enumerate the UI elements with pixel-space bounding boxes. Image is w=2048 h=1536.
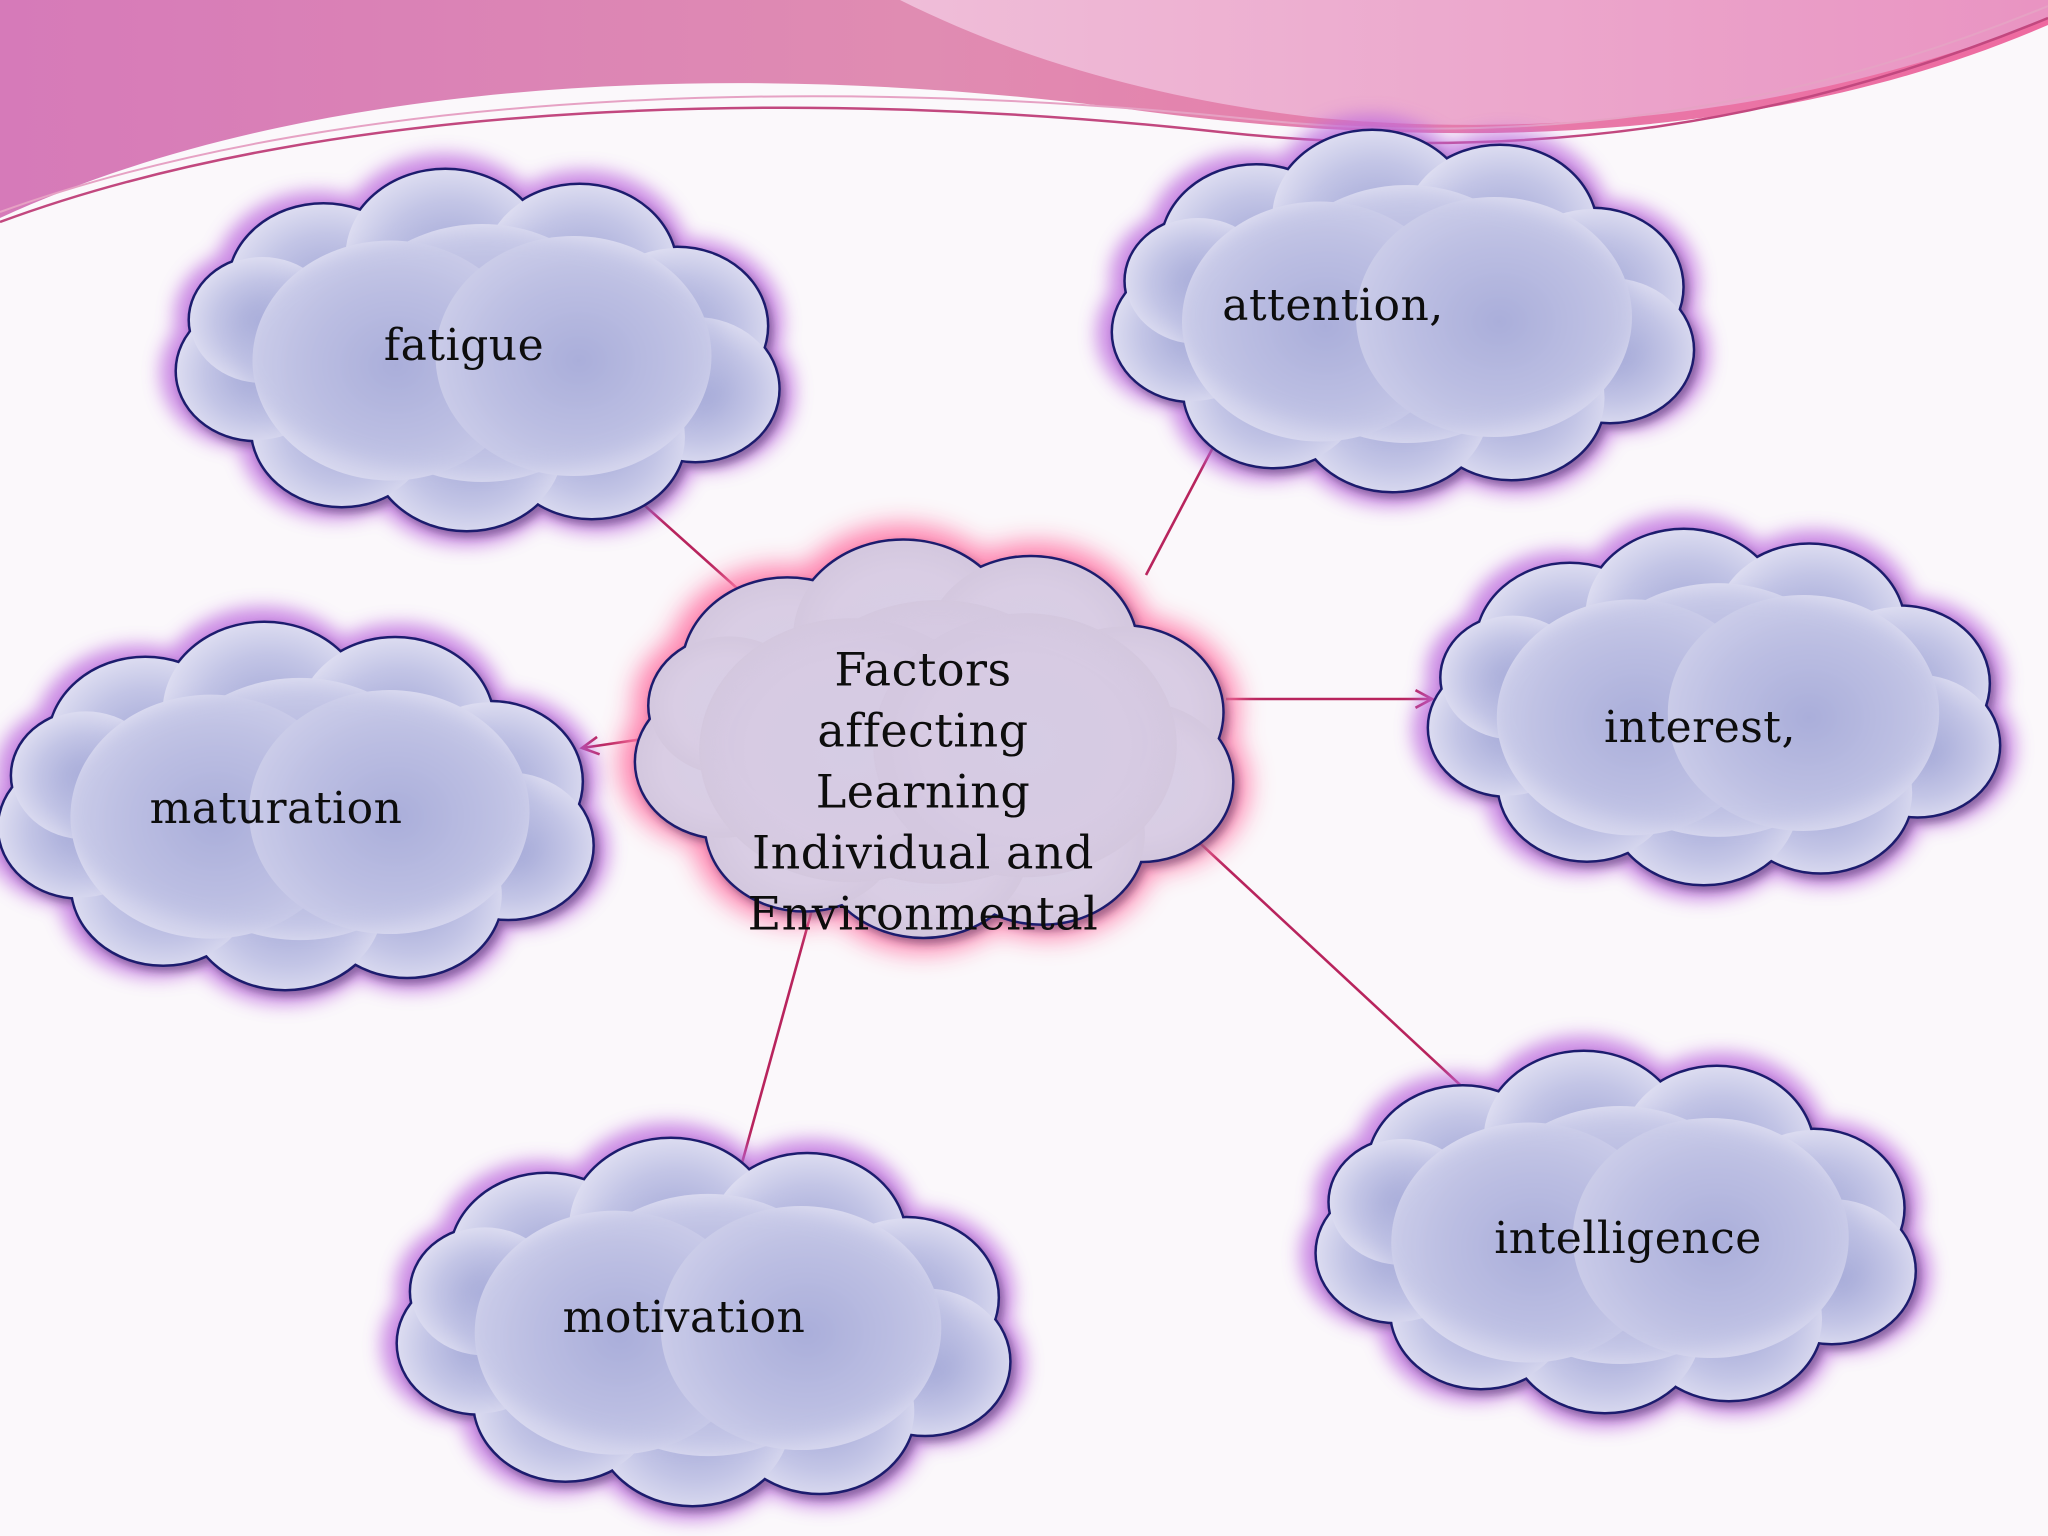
center-label-line: Factors [834, 642, 1012, 697]
center-label-line: affecting [817, 703, 1029, 758]
center-label-line: Environmental [747, 886, 1099, 941]
maturation-cloud [0, 607, 609, 1005]
interest-label: interest, [1604, 702, 1796, 753]
intelligence-label: intelligence [1494, 1213, 1762, 1264]
maturation-label: maturation [149, 783, 403, 834]
fatigue-label: fatigue [383, 320, 545, 371]
arrow-to-motivation [728, 887, 820, 1195]
motivation-cloud [381, 1123, 1026, 1521]
center-cloud [619, 524, 1249, 953]
intelligence-cloud [1300, 1036, 1931, 1428]
interest-cloud [1412, 514, 2016, 900]
fatigue-cloud [160, 154, 795, 546]
attention-cloud [1096, 115, 1710, 507]
center-label-line: Learning [815, 764, 1031, 819]
arrow-to-intelligence [1159, 805, 1488, 1110]
center-label-line: Individual and [752, 825, 1094, 880]
attention-label: attention, [1222, 280, 1444, 331]
motivation-label: motivation [562, 1292, 806, 1343]
